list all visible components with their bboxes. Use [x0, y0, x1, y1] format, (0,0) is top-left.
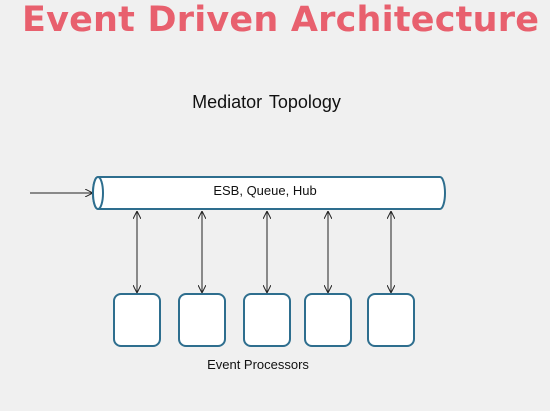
event-processors: [113, 293, 415, 347]
event-processor-box: [178, 293, 226, 347]
event-processor-box: [304, 293, 352, 347]
connector-arrows: [137, 212, 391, 292]
bus-label: ESB, Queue, Hub: [213, 183, 317, 198]
event-processor-box: [113, 293, 161, 347]
event-bus-pipe: [92, 176, 446, 210]
event-processor-box: [367, 293, 415, 347]
page-title: Event Driven Architecture: [22, 0, 540, 40]
diagram-subtitle: Mediator Topology: [192, 92, 341, 112]
event-processor-box: [243, 293, 291, 347]
processors-label: Event Processors: [207, 357, 309, 372]
